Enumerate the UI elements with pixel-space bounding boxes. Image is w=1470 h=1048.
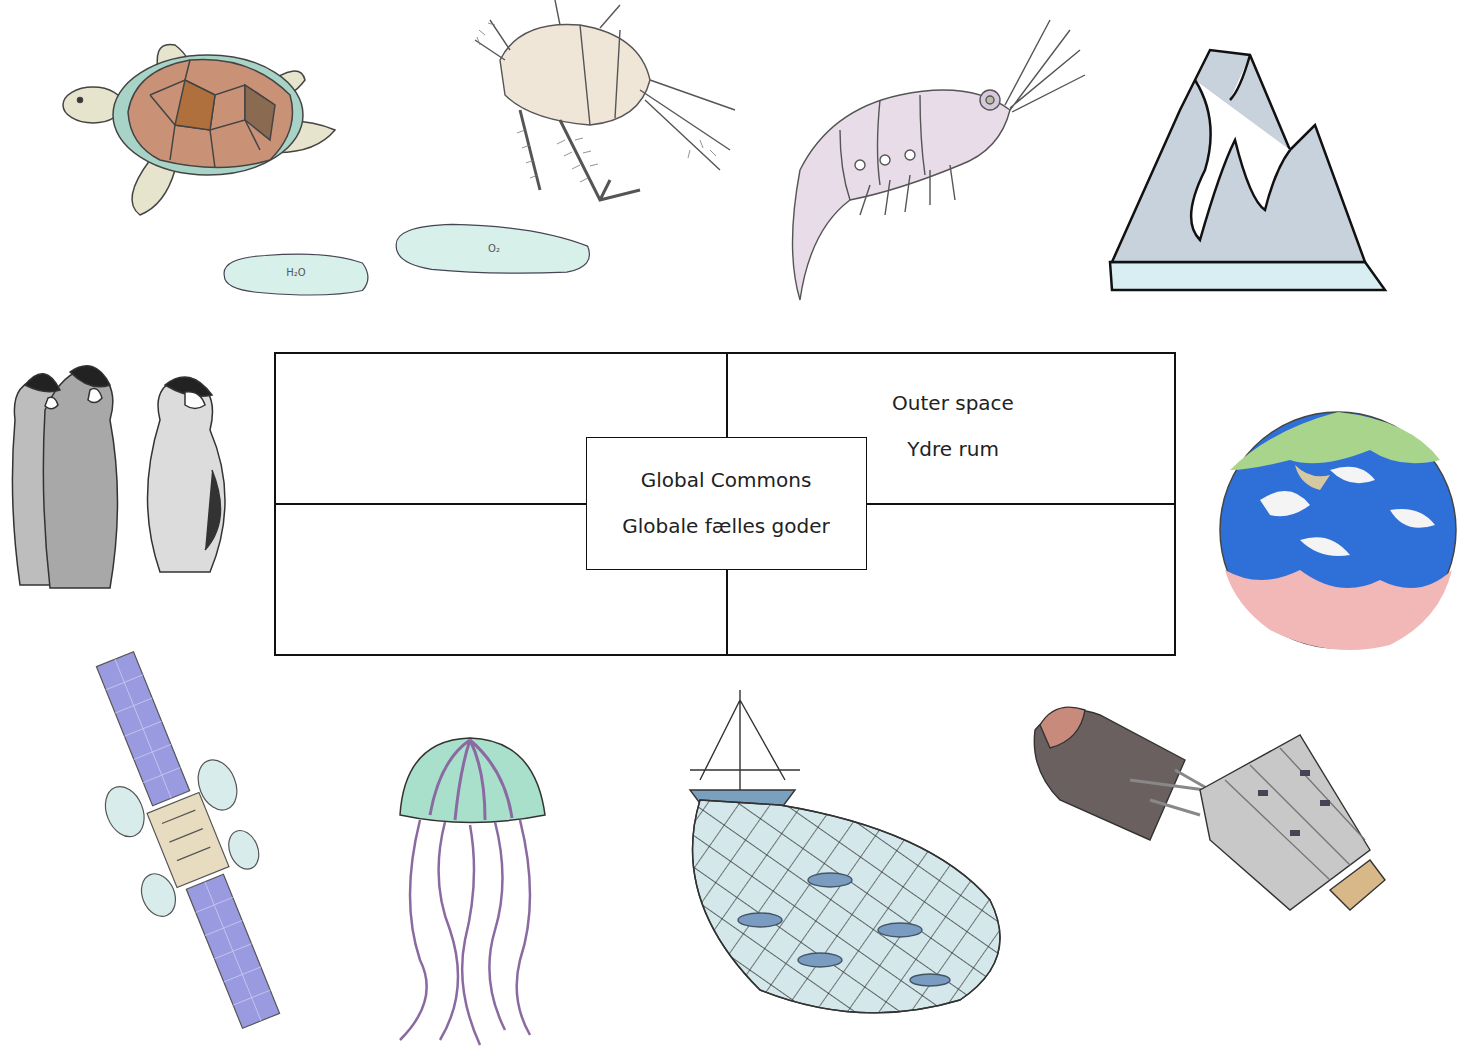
region-label: Outer space	[892, 391, 1014, 415]
quadrant-grid	[275, 353, 1175, 655]
region-label: Global Commons	[641, 468, 812, 492]
jellyfish-picture	[400, 738, 545, 1045]
fishing-net-picture	[690, 690, 1000, 1013]
satellite-picture	[54, 634, 322, 1045]
spacecraft-picture	[1034, 707, 1385, 910]
region-label: Globale fælles goder	[622, 514, 830, 538]
molecule-blob: O₂	[390, 220, 598, 278]
penguins-picture	[12, 366, 225, 588]
molecule-label: H₂O	[286, 267, 305, 279]
krill-picture	[793, 20, 1086, 300]
region-label: Ydre rum	[907, 437, 999, 461]
molecule-label: O₂	[488, 243, 500, 255]
crustacean-larva-picture	[475, 0, 735, 200]
molecule-blob: H₂O	[218, 248, 375, 298]
earth-picture	[1220, 412, 1456, 650]
center-box: Global CommonsGlobale fælles goder	[586, 437, 867, 570]
turtle-picture	[63, 44, 335, 215]
iceberg-picture	[1110, 50, 1385, 290]
